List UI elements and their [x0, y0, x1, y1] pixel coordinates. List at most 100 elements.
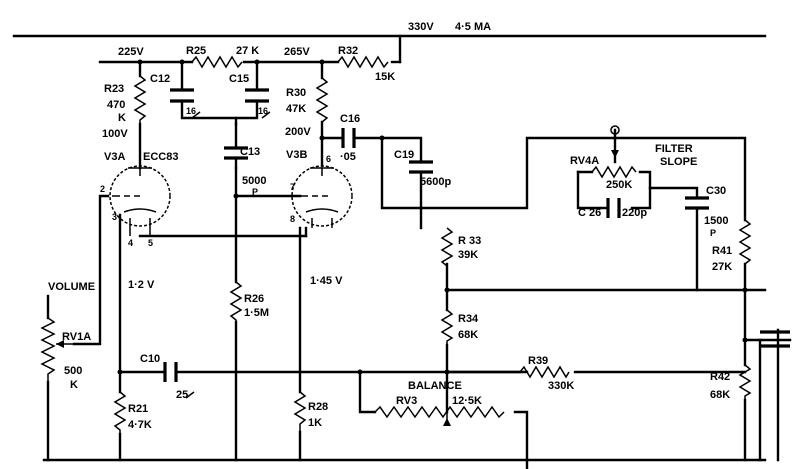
- r33-resistor: [440, 227, 454, 268]
- r39-resistor: [519, 365, 570, 379]
- label-r41-value: 27K: [712, 261, 732, 273]
- rv3-pot: [374, 405, 505, 419]
- r30-resistor: [315, 77, 329, 123]
- r34-resistor: [440, 309, 454, 345]
- label-100v: 100V: [102, 128, 128, 140]
- label-r32: R32: [338, 45, 358, 57]
- c16-capacitor: [341, 128, 356, 148]
- label-c10-value: 25: [176, 389, 188, 401]
- rv4a-pot: [591, 165, 637, 179]
- label-c12-value: 16: [186, 106, 196, 116]
- r41-resistor: [738, 219, 752, 265]
- label-rv4a-value: 250K: [606, 179, 632, 191]
- label-c15: C15: [229, 73, 249, 85]
- label-200v: 200V: [285, 126, 311, 138]
- label-c26-value: 220p: [622, 207, 647, 219]
- label-1-45v: 1·45 V: [310, 275, 343, 287]
- label-r23-value-2: K: [118, 112, 126, 124]
- label-c15-value: 16: [258, 106, 268, 116]
- r26-resistor: [229, 281, 243, 322]
- resistors: [40, 55, 752, 434]
- label-r28-value: 1K: [308, 417, 322, 429]
- rv1a-pot: [40, 317, 56, 382]
- output-capacitor: [760, 330, 790, 348]
- label-r34-value: 68K: [458, 329, 478, 341]
- label-c13-p: P: [252, 187, 258, 197]
- label-r33-value: 39K: [458, 249, 478, 261]
- label-r41: R41: [712, 245, 732, 257]
- label-c30: C30: [706, 185, 726, 197]
- pin-2: 2: [100, 184, 105, 194]
- label-r28: R28: [308, 401, 328, 413]
- label-r21: R21: [128, 403, 148, 415]
- label-c26: C 26: [578, 207, 601, 219]
- pin-4: 4: [128, 238, 133, 248]
- pin-5: 5: [148, 238, 153, 248]
- label-r30: R30: [286, 87, 306, 99]
- label-c13-value: 5000: [242, 175, 266, 187]
- c30-capacitor: [685, 196, 709, 210]
- capacitors: [163, 88, 790, 382]
- label-c30-value: 1500: [704, 215, 728, 227]
- r32-resistor: [337, 55, 389, 69]
- label-v3a: V3A: [104, 151, 125, 163]
- label-225v: 225V: [118, 46, 144, 58]
- label-rv1a-value: 500: [64, 365, 82, 377]
- label-rv4a: RV4A: [570, 155, 599, 167]
- label-rv1a-k: K: [70, 379, 78, 391]
- label-c19-value: 5600p: [420, 176, 451, 188]
- label-r39-value: 330K: [548, 380, 574, 392]
- label-r23-value-1: 470: [107, 99, 125, 111]
- label-balance: BALANCE: [408, 380, 462, 392]
- pin-6: 6: [326, 154, 331, 164]
- label-rv3: RV3: [396, 395, 417, 407]
- arrows: [56, 111, 620, 426]
- label-r39: R39: [528, 355, 548, 367]
- v3a-valve: [109, 165, 171, 227]
- label-filter: FILTER: [655, 143, 693, 155]
- c15-capacitor: [245, 88, 269, 103]
- label-r26-value: 1·5M: [244, 307, 269, 319]
- label-r32-value: 15K: [375, 71, 395, 83]
- label-rv3-value: 12·5K: [452, 395, 482, 407]
- label-c10: C10: [140, 353, 160, 365]
- label-volume: VOLUME: [48, 281, 95, 293]
- r42-resistor: [738, 364, 752, 400]
- supply-voltage: 330V: [408, 21, 434, 33]
- r23-resistor: [133, 75, 147, 124]
- pin-3: 3: [112, 212, 117, 222]
- pin-7: 7: [290, 182, 295, 192]
- c12-capacitor: [170, 88, 194, 103]
- labels: 330V 4·5 MA 225V R25 27 K 265V R32 15K R…: [48, 21, 732, 431]
- c13-capacitor: [224, 146, 248, 160]
- supply-current: 4·5 MA: [455, 21, 491, 33]
- c10-capacitor: [163, 362, 178, 382]
- label-r34: R34: [458, 313, 479, 325]
- label-slope: SLOPE: [660, 156, 697, 168]
- label-c16-value: ·05: [340, 151, 356, 163]
- r21-resistor: [113, 391, 127, 434]
- label-r42: R42: [710, 371, 730, 383]
- label-r42-value: 68K: [710, 389, 730, 401]
- label-c19: C19: [394, 149, 414, 161]
- label-rv1a: RV1A: [62, 331, 91, 343]
- pin-8: 8: [290, 214, 295, 224]
- label-c16: C16: [340, 113, 360, 125]
- label-r26: R26: [244, 293, 264, 305]
- label-c12: C12: [150, 73, 170, 85]
- r25-resistor: [191, 55, 243, 69]
- v3b-valve: [291, 165, 353, 227]
- label-v3b: V3B: [286, 149, 307, 161]
- valves: [109, 165, 353, 236]
- label-1-2v: 1·2 V: [128, 279, 155, 291]
- label-r30-value: 47K: [286, 103, 306, 115]
- r28-resistor: [293, 391, 307, 432]
- c19-capacitor: [409, 160, 433, 174]
- label-r25-value: 27 K: [236, 45, 259, 57]
- label-c13: C13: [240, 146, 260, 158]
- label-r21-value: 4·7K: [128, 419, 152, 431]
- label-r25: R25: [186, 45, 206, 57]
- label-r23: R23: [104, 83, 124, 95]
- c26-capacitor: [606, 198, 621, 218]
